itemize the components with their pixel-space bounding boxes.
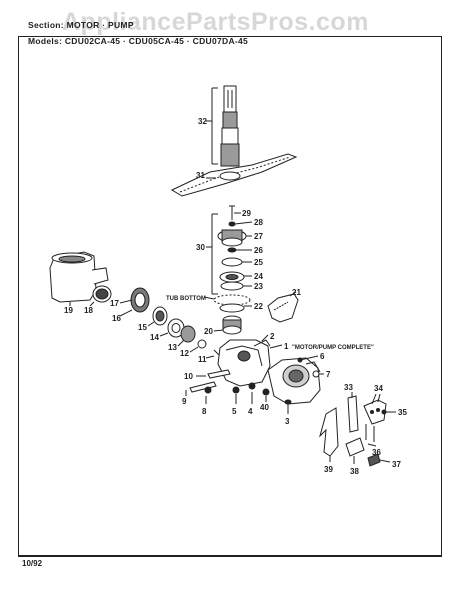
- label-part-39: 39: [324, 465, 333, 474]
- label-part-7: 7: [326, 370, 331, 379]
- label-part-20: 20: [204, 327, 213, 336]
- section-title: Section: MOTOR · PUMP: [28, 20, 134, 30]
- label-part-28: 28: [254, 218, 263, 227]
- label-part-4: 4: [248, 407, 253, 416]
- label-part-25: 25: [254, 258, 263, 267]
- part-20-seal[interactable]: [213, 315, 242, 335]
- tub-bottom-label: TUB BOTTOM: [166, 296, 206, 302]
- part-5-screw[interactable]: [232, 386, 240, 404]
- part-12-plug[interactable]: [189, 339, 207, 353]
- label-part-19: 19: [64, 306, 73, 315]
- label-part-32: 32: [198, 117, 207, 126]
- label-part-26: 26: [254, 246, 263, 255]
- label-part-10: 10: [184, 372, 193, 381]
- part-11-stud[interactable]: [205, 349, 221, 359]
- part-36-screws[interactable]: [365, 424, 377, 447]
- part-9-hose[interactable]: [185, 381, 217, 396]
- watermark: AppliancePartsPros.com: [62, 8, 369, 36]
- label-part-23: 23: [254, 282, 263, 291]
- part-37-clip[interactable]: [367, 453, 391, 467]
- part-35-screw[interactable]: [381, 409, 396, 415]
- label-part-35: 35: [398, 408, 407, 417]
- label-part-11: 11: [198, 355, 207, 364]
- label-part-37: 37: [392, 460, 401, 469]
- label-part-8: 8: [202, 407, 207, 416]
- part-27-hub[interactable]: [217, 229, 252, 247]
- part-28-washer[interactable]: [228, 221, 253, 227]
- label-part-5: 5: [232, 407, 237, 416]
- part-15-ring[interactable]: [147, 306, 168, 327]
- label-part-12: 12: [180, 349, 189, 358]
- label-part-24: 24: [254, 272, 263, 281]
- label-part-1: 1: [284, 342, 289, 351]
- part-34-bracket[interactable]: [363, 393, 387, 425]
- label-part-17: 17: [110, 299, 119, 308]
- label-part-15: 15: [138, 323, 147, 332]
- part-22-gasket[interactable]: [203, 294, 252, 313]
- part-31-spray-arm[interactable]: [170, 153, 298, 197]
- label-part-14: 14: [150, 333, 159, 342]
- label-part-13: 13: [168, 343, 177, 352]
- part-6-screw[interactable]: [297, 355, 319, 363]
- part-24-nut[interactable]: [219, 271, 252, 283]
- label-part-6: 6: [320, 352, 325, 361]
- part-30-hub-assembly[interactable]: [206, 213, 218, 295]
- label-part-27: 27: [254, 232, 263, 241]
- label-part-30: 30: [196, 243, 205, 252]
- label-part-29: 29: [242, 209, 251, 218]
- label-part-16: 16: [112, 314, 121, 323]
- label-part-38: 38: [350, 467, 359, 476]
- part-38-clip[interactable]: [345, 437, 365, 464]
- part-40-clip[interactable]: [262, 388, 270, 402]
- part-14-seal[interactable]: [159, 318, 185, 338]
- part-4-screw[interactable]: [248, 382, 256, 404]
- label-part-9: 9: [182, 397, 187, 406]
- part-21-drain-cover[interactable]: [267, 291, 299, 323]
- part-13-ring[interactable]: [177, 325, 196, 347]
- label-part-33: 33: [344, 383, 353, 392]
- part-17-screw[interactable]: [119, 299, 133, 304]
- label-part-36: 36: [372, 448, 381, 457]
- part-19-strainer[interactable]: [49, 251, 109, 306]
- label-part-22: 22: [254, 302, 263, 311]
- label-part-31: 31: [196, 171, 205, 180]
- part-2-pump-housing[interactable]: [217, 334, 271, 387]
- part-18-clamp[interactable]: [89, 285, 112, 307]
- footer-divider: [18, 556, 442, 557]
- label-part-3: 3: [285, 417, 290, 426]
- part-1-motor-pump-complete[interactable]: [269, 344, 283, 349]
- part-29-screw[interactable]: [229, 205, 241, 220]
- part-26-washer[interactable]: [227, 247, 252, 253]
- part-7-washer[interactable]: [312, 370, 324, 378]
- part-23-ring[interactable]: [220, 281, 252, 291]
- part-33-bracket[interactable]: [347, 392, 359, 433]
- part-10-pin[interactable]: [196, 369, 231, 379]
- motor-pump-complete-label: "MOTOR/PUMP COMPLETE": [292, 345, 374, 351]
- label-part-2: 2: [270, 332, 275, 341]
- part-25-o-ring[interactable]: [221, 257, 252, 267]
- models-list: Models: CDU02CA-45 · CDU05CA-45 · CDU07D…: [28, 36, 249, 46]
- label-part-18: 18: [84, 306, 93, 315]
- diagram-frame: [18, 36, 442, 556]
- label-part-21: 21: [292, 288, 301, 297]
- footer-date: 10/92: [22, 559, 43, 568]
- part-39-mounting-bracket[interactable]: [319, 407, 339, 462]
- part-3-motor[interactable]: [267, 357, 321, 414]
- label-part-34: 34: [374, 384, 383, 393]
- part-8-screw[interactable]: [204, 386, 212, 404]
- part-32-spray-tube[interactable]: [206, 85, 240, 167]
- label-part-40: 40: [260, 403, 269, 412]
